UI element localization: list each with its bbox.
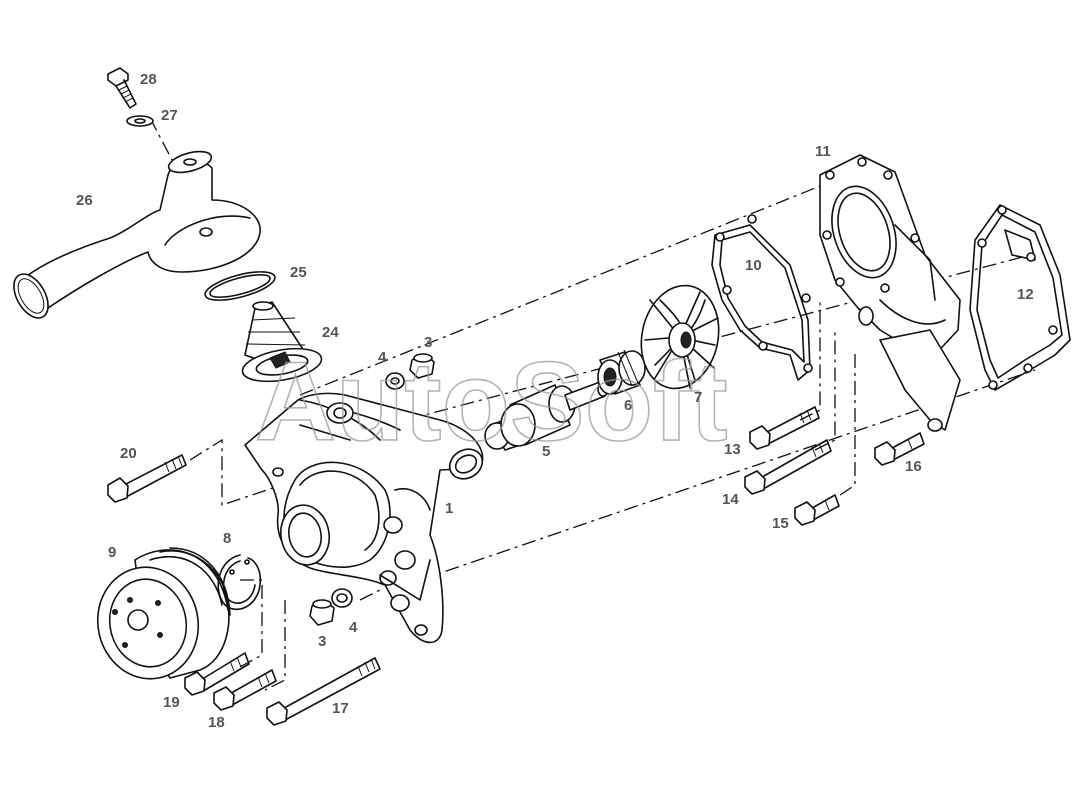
callout-4-lower: 4 (349, 619, 358, 636)
bolt-16 (874, 432, 925, 466)
callout-15: 15 (772, 515, 789, 532)
bolt-13 (749, 406, 820, 450)
callout-5: 5 (542, 443, 550, 460)
callout-16: 16 (905, 458, 922, 475)
bolt-20 (107, 454, 187, 503)
washer-4-upper (385, 372, 405, 390)
callout-labels: 1 3 3 4 4 5 6 7 8 9 10 11 12 13 14 15 16… (76, 71, 1034, 731)
thermostat-24 (241, 301, 323, 383)
callout-13: 13 (724, 441, 741, 458)
callout-11: 11 (815, 143, 831, 160)
bolt-15 (794, 494, 840, 526)
callout-9: 9 (108, 544, 116, 561)
washer-27 (126, 115, 154, 127)
callout-8: 8 (223, 530, 231, 547)
callout-19: 19 (163, 694, 180, 711)
pump-body-1 (244, 392, 484, 644)
cover-plate-11 (819, 154, 961, 432)
washer-4-lower (331, 588, 353, 608)
bolt-28 (107, 67, 137, 109)
callout-20: 20 (120, 445, 137, 462)
callout-14: 14 (722, 491, 739, 508)
bolt-18 (213, 669, 277, 711)
thermostat-housing-26 (13, 150, 261, 319)
plug-3-upper (409, 353, 435, 379)
bolt-19 (184, 652, 250, 696)
watermark-text: AutoSoft (255, 339, 728, 464)
callout-6: 6 (624, 397, 632, 414)
callout-12: 12 (1017, 286, 1034, 303)
plug-3-lower (309, 599, 335, 626)
callout-10: 10 (745, 257, 762, 274)
bolt-14 (744, 439, 832, 495)
callout-3-upper: 3 (424, 334, 432, 351)
seal-6 (597, 349, 646, 395)
callout-17: 17 (332, 700, 349, 717)
callout-1: 1 (445, 500, 453, 517)
callout-7: 7 (694, 389, 702, 406)
callout-18: 18 (208, 714, 225, 731)
gasket-12 (969, 204, 1071, 391)
callout-26: 26 (76, 192, 93, 209)
callout-27: 27 (161, 107, 178, 124)
circlip-8 (217, 554, 262, 611)
gasket-10 (711, 214, 813, 381)
callout-4-upper: 4 (378, 349, 387, 366)
bolt-17 (266, 657, 381, 726)
seal-ring-25 (204, 271, 276, 301)
callout-25: 25 (290, 264, 307, 281)
callout-24: 24 (322, 324, 339, 341)
impeller-7 (640, 284, 720, 390)
pulley-9 (96, 547, 231, 680)
callout-3-lower: 3 (318, 633, 326, 650)
callout-28: 28 (140, 71, 157, 88)
